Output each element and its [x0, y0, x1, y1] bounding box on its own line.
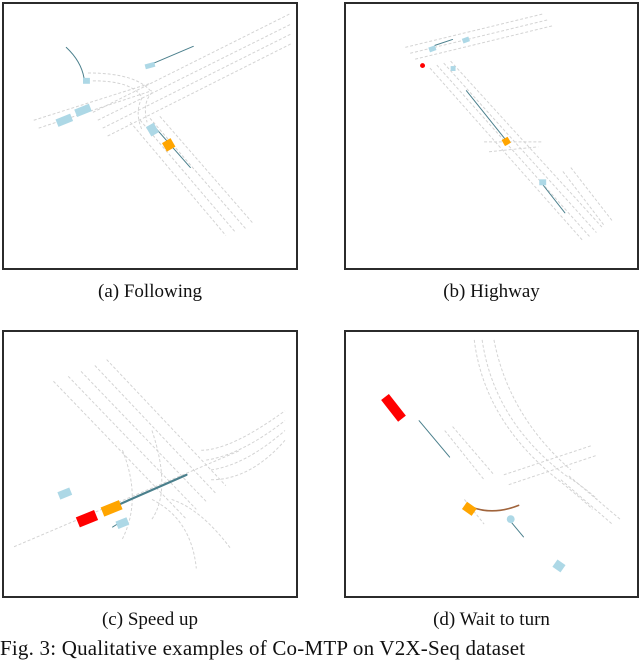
other-vehicle-box	[461, 36, 470, 44]
infrastructure-vehicle-box	[75, 509, 99, 528]
lane-line	[503, 444, 593, 476]
lane-line	[13, 449, 241, 548]
lane-line	[568, 475, 621, 520]
lane-line	[562, 171, 605, 226]
ego-vehicle-box	[501, 136, 511, 147]
lane-line	[67, 375, 197, 510]
lane-line	[560, 479, 613, 525]
trajectory-line	[418, 420, 451, 458]
lane-line	[151, 499, 197, 569]
lane-line	[33, 82, 153, 121]
lane-line	[405, 13, 544, 48]
lane-centerlines	[13, 359, 286, 569]
lane-line	[570, 167, 613, 222]
lane-line	[444, 430, 485, 481]
panel-following	[2, 2, 298, 270]
lane-line	[473, 339, 593, 510]
other-vehicle-box	[74, 103, 92, 117]
lane-line	[92, 13, 291, 113]
lane-line	[139, 119, 237, 233]
other-vehicle-box	[428, 45, 437, 53]
other-vehicle-box	[57, 487, 73, 500]
lane-line	[211, 440, 286, 481]
lane-line	[171, 498, 232, 550]
other-vehicle-box	[115, 517, 130, 529]
lane-line	[211, 430, 286, 471]
other-vehicle-box	[506, 515, 515, 524]
ego-vehicle-box	[461, 501, 477, 516]
infrastructure-vehicle-box	[420, 63, 426, 69]
lane-line	[102, 33, 293, 129]
map-visualization-highway	[405, 13, 613, 241]
lane-line	[429, 67, 583, 241]
panel-speed-up	[2, 330, 298, 598]
trajectory-line	[65, 46, 85, 79]
ego-vehicle-box	[161, 138, 176, 152]
figure-caption: Fig. 3: Qualitative examples of Co-MTP o…	[0, 636, 526, 660]
lane-line	[481, 339, 598, 500]
other-vehicle-box	[450, 66, 456, 71]
lane-centerlines	[33, 13, 293, 236]
lane-line	[452, 426, 495, 476]
trajectory-line	[153, 45, 194, 64]
lane-line	[410, 19, 549, 54]
lane-line	[87, 72, 153, 123]
trajectory-line	[542, 184, 566, 214]
lane-line	[129, 121, 227, 236]
lane-line	[508, 454, 598, 486]
ego-vehicle-box	[100, 500, 123, 517]
trajectory-line	[465, 90, 507, 141]
predicted-trajectory	[471, 504, 520, 512]
lane-centerlines	[444, 339, 621, 525]
lane-line	[159, 115, 253, 224]
lane-line	[80, 371, 207, 502]
lane-line	[121, 450, 133, 540]
lane-line	[201, 410, 286, 451]
lane-line	[53, 380, 187, 520]
lane-line	[488, 146, 539, 153]
subcaption-highway: (b) Highway	[443, 281, 540, 302]
panel-highway	[344, 2, 639, 270]
subcaption-wait-to-turn: (d) Wait to turn	[433, 609, 550, 630]
panel-wait-to-turn	[344, 330, 639, 598]
lane-line	[92, 80, 143, 131]
infrastructure-vehicle-box	[381, 393, 406, 422]
other-vehicle-box	[145, 122, 160, 137]
trajectory-line	[111, 473, 188, 509]
subcaption-speed-up: (c) Speed up	[101, 609, 199, 630]
map-visualization-speed-up	[13, 359, 286, 569]
lane-line	[493, 339, 572, 471]
other-vehicle-box	[552, 559, 566, 573]
lane-line	[436, 64, 590, 237]
lane-line	[415, 25, 554, 60]
map-visualization-following	[33, 13, 293, 236]
lane-centerlines	[405, 13, 613, 241]
lane-line	[97, 23, 293, 121]
lane-line	[149, 117, 246, 229]
other-vehicle-box	[55, 113, 74, 127]
lane-line	[94, 365, 217, 494]
other-vehicle-box	[83, 77, 90, 84]
other-vehicle-box	[539, 179, 547, 186]
lane-line	[443, 62, 597, 233]
lane-line	[450, 60, 604, 229]
lane-line	[106, 359, 227, 487]
lane-line	[107, 42, 293, 137]
trajectory-line	[434, 38, 454, 46]
subcaption-following: (a) Following	[98, 281, 202, 302]
lane-line	[206, 420, 286, 461]
other-vehicle-box	[144, 61, 156, 70]
map-visualization-wait-to-turn	[381, 339, 621, 573]
lane-line	[151, 430, 163, 520]
